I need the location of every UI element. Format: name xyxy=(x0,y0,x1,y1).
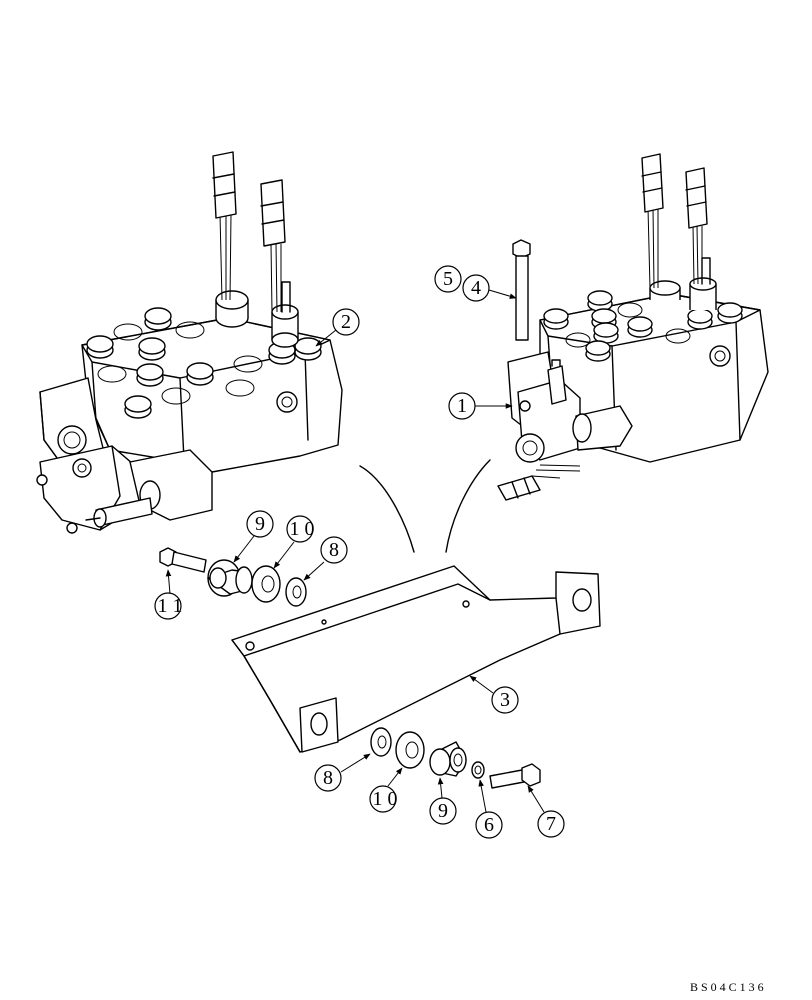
right-valve-solenoid-connectors xyxy=(641,153,717,310)
svg-text:6: 6 xyxy=(484,814,494,836)
svg-text:1 0: 1 0 xyxy=(373,788,398,810)
svg-text:3: 3 xyxy=(500,689,510,711)
callout-9-upper: 9 xyxy=(233,510,274,563)
callout-1: 1 xyxy=(448,392,513,420)
svg-text:8: 8 xyxy=(329,539,339,561)
drawing-code: BS04C136 xyxy=(690,980,767,994)
callout-3: 3 xyxy=(469,675,519,714)
long-bolt xyxy=(512,239,531,341)
svg-text:8: 8 xyxy=(323,767,333,789)
mounting-bracket xyxy=(231,565,601,753)
svg-text:9: 9 xyxy=(255,513,265,535)
callout-4: 4 xyxy=(462,274,517,302)
callout-10-lower: 1 0 xyxy=(369,767,403,813)
callout-11: 1 1 xyxy=(154,569,183,620)
svg-text:4: 4 xyxy=(471,277,481,299)
svg-text:1 1: 1 1 xyxy=(158,595,183,617)
svg-text:2: 2 xyxy=(341,311,351,333)
callout-7: 7 xyxy=(527,785,565,838)
callout-8-lower: 8 xyxy=(314,753,371,792)
callout-5: 5 xyxy=(434,265,462,293)
callout-10-upper: 1 0 xyxy=(273,515,315,569)
left-control-valve xyxy=(36,151,343,534)
left-valve-port-fittings xyxy=(86,307,322,419)
upper-hardware-stack xyxy=(159,547,307,607)
svg-text:1 0: 1 0 xyxy=(290,518,315,540)
lower-hardware-stack xyxy=(370,727,541,789)
svg-text:7: 7 xyxy=(546,813,556,835)
left-valve-solenoid-connectors xyxy=(212,151,299,348)
right-control-valve xyxy=(497,153,769,501)
callout-2: 2 xyxy=(315,308,360,347)
callout-8-upper: 8 xyxy=(303,536,348,581)
svg-text:5: 5 xyxy=(443,268,453,290)
right-valve-port-fittings xyxy=(543,290,743,362)
callout-9-lower: 9 xyxy=(429,777,457,825)
guide-curve-left xyxy=(359,465,415,553)
svg-text:9: 9 xyxy=(438,800,448,822)
callout-6: 6 xyxy=(475,779,503,839)
svg-text:1: 1 xyxy=(457,395,467,417)
guide-curve-right xyxy=(445,459,491,553)
